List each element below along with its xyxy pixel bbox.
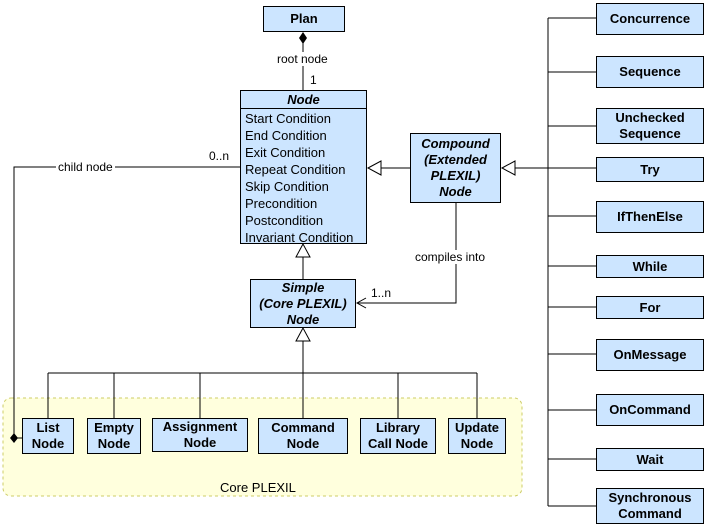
core-node-list: List Node <box>22 418 74 454</box>
child-node-label: child node <box>56 160 115 174</box>
core-node-command: Command Node <box>258 418 348 454</box>
ext-oncommand-line-1: OnCommand <box>609 402 691 417</box>
core-node-assignment-line-2: Node <box>183 435 217 450</box>
compound-line-3: PLEXIL) <box>430 168 481 183</box>
ext-node-wait: Wait <box>596 448 704 471</box>
ext-sequence-line-1: Sequence <box>619 64 681 79</box>
core-node-list-line-2: Node <box>31 436 65 451</box>
compound-generalization-arrow <box>366 160 382 176</box>
simple-line-1: Simple <box>281 279 325 295</box>
core-node-list-line-1: List <box>36 420 60 435</box>
compiles-into-label: compiles into <box>414 250 487 264</box>
core-node-command-line-1: Command <box>271 420 335 435</box>
core-node-command-line-2: Node <box>286 436 320 451</box>
core-node-library-line-1: Library <box>375 420 421 435</box>
ext-unchecked-line-2: Sequence <box>619 126 681 141</box>
core-node-library-line-2: Call Node <box>368 436 428 451</box>
condition-start: Start Condition <box>245 111 331 126</box>
ext-unchecked-line-1: Unchecked <box>615 110 685 125</box>
core-node-update-line-2: Node <box>460 436 494 451</box>
core-node-update: Update Node <box>448 418 506 454</box>
ext-node-while: While <box>596 255 704 278</box>
ext-node-for: For <box>596 296 704 319</box>
compound-line-2: (Extended <box>424 152 487 167</box>
condition-invariant: Invariant Condition <box>245 230 354 245</box>
ext-node-oncommand: OnCommand <box>596 394 704 426</box>
compound-node-box: Compound (Extended PLEXIL) Node <box>410 133 501 203</box>
plan-label: Plan <box>290 11 318 26</box>
core-node-assignment: Assignment Node <box>152 418 248 452</box>
core-node-empty: Empty Node <box>87 418 141 454</box>
condition-exit: Exit Condition <box>245 145 326 160</box>
core-node-library: Library Call Node <box>360 418 436 454</box>
ext-node-onmessage: OnMessage <box>596 339 704 371</box>
child-multiplicity-label: 0..n <box>209 149 230 163</box>
core-node-assignment-line-1: Assignment <box>162 419 238 434</box>
condition-post: Postcondition <box>245 213 324 228</box>
compound-line-4: Node <box>439 184 472 199</box>
condition-repeat: Repeat Condition <box>245 162 346 177</box>
simple-generalization-arrow <box>295 242 311 258</box>
extended-generalization-arrow <box>500 160 516 176</box>
root-multiplicity-label: 1 <box>310 73 317 87</box>
ext-wait-line-1: Wait <box>636 451 664 467</box>
ext-synchronous-line-2: Command <box>618 506 682 521</box>
simple-line-2: (Core PLEXIL) <box>259 295 347 311</box>
compiles-into-edge <box>357 203 457 304</box>
condition-skip: Skip Condition <box>245 179 329 194</box>
ext-onmessage-line-1: OnMessage <box>613 347 687 362</box>
ext-while-line-1: While <box>632 258 668 274</box>
ext-try-line-1: Try <box>640 161 660 177</box>
ext-synchronous-line-1: Synchronous <box>608 490 692 505</box>
core-node-empty-line-1: Empty <box>94 420 134 435</box>
node-class-title: Node <box>241 91 366 109</box>
compiles-multiplicity-label: 1..n <box>371 286 392 300</box>
core-node-empty-line-2: Node <box>97 436 131 451</box>
simple-line-3: Node <box>286 311 320 327</box>
ext-for-line-1: For <box>639 299 661 315</box>
simple-node-box: Simple (Core PLEXIL) Node <box>250 279 356 328</box>
ext-node-synchronous-command: Synchronous Command <box>596 488 704 524</box>
ext-concurrence-line-1: Concurrence <box>609 11 691 26</box>
ext-ifthenelse-line-1: IfThenElse <box>617 209 683 224</box>
core-plexil-label: Core PLEXIL <box>220 480 296 495</box>
condition-end: End Condition <box>245 128 327 143</box>
condition-pre: Precondition <box>245 196 318 211</box>
ext-node-unchecked-sequence: Unchecked Sequence <box>596 108 704 144</box>
core-generalization-arrow <box>295 326 311 342</box>
ext-node-ifthenelse: IfThenElse <box>596 201 704 233</box>
child-composition-diamond <box>10 433 18 443</box>
plan-box: Plan <box>263 6 345 32</box>
core-node-update-line-1: Update <box>454 420 500 435</box>
compound-line-1: Compound <box>421 136 490 151</box>
plan-composition-diamond <box>299 32 307 44</box>
ext-node-concurrence: Concurrence <box>596 3 704 35</box>
compiles-into-arrowhead <box>355 297 367 309</box>
node-class-box: Node Start Condition End Condition Exit … <box>240 90 367 245</box>
ext-node-try: Try <box>596 157 704 182</box>
ext-node-sequence: Sequence <box>596 56 704 88</box>
root-node-label: root node <box>277 52 328 66</box>
